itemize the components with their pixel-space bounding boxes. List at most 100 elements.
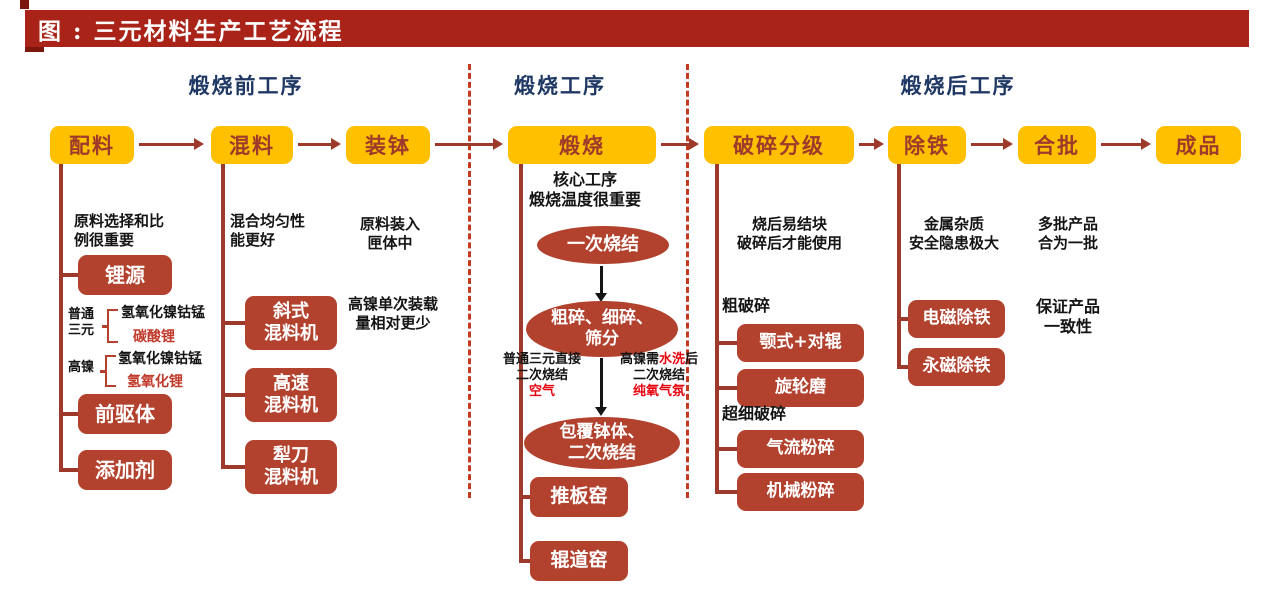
ellipse-coarse-fine-sieving: 粗碎、细碎、 筛分 <box>526 301 678 357</box>
title-bar-shadow <box>25 47 44 52</box>
arrow-calcination-crushing <box>661 138 699 150</box>
stub-mechanical-mill <box>715 490 737 494</box>
arrow-iron-merging <box>971 138 1013 150</box>
text-normal-precursor: 氢氧化镍钴锰 <box>121 305 205 321</box>
stub-additive <box>59 468 78 472</box>
connector-crushing <box>715 164 719 492</box>
ellipse-first-sintering: 一次烧结 <box>537 226 669 264</box>
branch-highnickel-washing: 水洗 <box>658 352 685 367</box>
note-calcination-line1: 核心工序 <box>552 170 617 189</box>
label-normal-ternary: 普通三元 <box>68 307 95 338</box>
stub-rotary-mill <box>715 386 737 390</box>
note-sagger-2: 高镍单次装载 量相对更少 <box>334 295 452 333</box>
branch-highnickel-post: 后 <box>685 352 699 367</box>
arrow-mixing-sagger <box>298 138 341 150</box>
note-batching: 原料选择和比 例很重要 <box>74 212 186 250</box>
note-mixing-line1: 混合均匀性 <box>230 212 306 230</box>
figure-title: 图 : 三元材料生产工艺流程 <box>38 17 344 45</box>
box-pusher-kiln: 推板窑 <box>530 477 628 517</box>
brace-normal-ternary <box>102 309 118 343</box>
note-iron-line2: 安全隐患极大 <box>908 234 999 252</box>
note-consistency: 保证产品 一致性 <box>1018 297 1118 337</box>
note-sagger-2-line2: 量相对更少 <box>355 314 431 332</box>
flow-step-finished-product: 成品 <box>1156 126 1241 164</box>
text-high-nickel-precursor: 氢氧化镍钴锰 <box>118 351 202 367</box>
stub-plow-mixer <box>221 465 245 469</box>
corner-accent-square <box>20 0 29 9</box>
arrow-sagger-calcination <box>435 138 503 150</box>
note-sagger-1-line1: 原料装入 <box>359 215 420 233</box>
note-batching-line1: 原料选择和比 <box>74 212 165 230</box>
stub-jaw-roll <box>715 341 737 345</box>
box-plow-mixer: 犁刀 混料机 <box>245 440 337 494</box>
box-highspeed-mixer: 高速 混料机 <box>245 368 337 422</box>
box-highspeed-mixer-line1: 高速 <box>273 372 309 394</box>
stub-lithium-source <box>59 273 78 277</box>
flow-step-batch-merging: 合批 <box>1018 126 1096 164</box>
box-electromagnetic-iron-removal: 电磁除铁 <box>908 300 1005 338</box>
stub-roller-kiln <box>519 559 530 563</box>
box-mechanical-mill: 机械粉碎 <box>737 473 864 511</box>
note-mixing: 混合均匀性 能更好 <box>230 212 330 250</box>
flow-step-mixing: 混料 <box>211 126 293 164</box>
box-rotary-mill: 旋轮磨 <box>737 369 864 407</box>
branch-normal-line2: 二次烧结 <box>515 368 568 383</box>
connector-calcination <box>519 164 523 561</box>
note-iron-line1: 金属杂质 <box>923 215 984 233</box>
label-high-nickel: 高镍 <box>68 360 95 375</box>
brace-high-nickel <box>100 355 116 387</box>
branch-highnickel-line1: 高镍需水洗后 <box>606 352 712 368</box>
box-plow-mixer-line1: 犁刀 <box>273 444 309 466</box>
branch-highnickel-line2: 二次烧结 <box>632 368 685 383</box>
note-branch-highnickel: 高镍需水洗后 二次烧结 纯氧气氛 <box>606 352 712 400</box>
label-coarse-crushing: 粗破碎 <box>722 296 771 315</box>
note-calcination: 核心工序 煅烧温度很重要 <box>500 170 670 210</box>
stub-electromagnetic <box>897 317 908 321</box>
note-crushing-line2: 破碎后才能使用 <box>736 234 842 252</box>
ellipse-coating-line1: 包覆钵体、 <box>559 421 645 442</box>
ellipse-coating-line2: 二次烧结 <box>568 443 636 463</box>
box-jet-mill: 气流粉碎 <box>737 430 864 468</box>
flow-step-calcination: 煅烧 <box>508 126 656 164</box>
label-ultrafine-crushing: 超细破碎 <box>722 404 787 423</box>
note-branch-normal: 普通三元直接 二次烧结 空气 <box>490 352 594 400</box>
stub-pusher-kiln <box>519 495 530 499</box>
arrow-sintering-crushing <box>595 266 607 302</box>
section-header-calcination: 煅烧工序 <box>514 74 606 98</box>
arrow-crushing-iron <box>859 138 884 150</box>
box-roller-kiln: 辊道窑 <box>530 541 628 581</box>
note-batching-line2: 例很重要 <box>74 231 135 249</box>
stub-jet-mill <box>715 447 737 451</box>
flow-step-batching: 配料 <box>50 126 134 164</box>
branch-highnickel-atmosphere: 纯氧气氛 <box>632 384 685 399</box>
ellipse-coarse-line2: 筛分 <box>585 329 619 349</box>
stub-highspeed-mixer <box>221 393 245 397</box>
title-bar: 图 : 三元材料生产工艺流程 <box>25 10 1249 47</box>
section-separator-right <box>686 64 689 498</box>
note-mixing-line2: 能更好 <box>230 231 276 249</box>
connector-iron-removal <box>897 164 901 367</box>
text-lithium-hydroxide: 氢氧化锂 <box>127 374 183 390</box>
note-merging-line2: 合为一批 <box>1037 234 1098 252</box>
note-crushing: 烧后易结块 破碎后才能使用 <box>712 215 867 253</box>
ellipse-coarse-line1: 粗碎、细碎、 <box>551 307 653 328</box>
box-lithium-source: 锂源 <box>78 255 172 295</box>
connector-batching <box>59 164 63 470</box>
note-merging-line1: 多批产品 <box>1037 215 1098 233</box>
note-crushing-line1: 烧后易结块 <box>751 215 827 233</box>
box-inclined-mixer-line1: 斜式 <box>273 300 309 322</box>
note-iron-removal: 金属杂质 安全隐患极大 <box>888 215 1020 253</box>
note-consistency-line2: 一致性 <box>1043 317 1092 336</box>
note-sagger-1-line2: 匣体中 <box>367 234 413 252</box>
stub-permanent-magnet <box>897 365 908 369</box>
arrow-merging-finished <box>1101 138 1151 150</box>
flow-step-iron-removal: 除铁 <box>888 126 966 164</box>
note-sagger-1: 原料装入 匣体中 <box>340 215 440 253</box>
box-highspeed-mixer-line2: 混料机 <box>264 395 318 416</box>
box-jaw-roll: 颚式+对辊 <box>737 324 864 362</box>
arrow-batching-mixing <box>139 138 204 150</box>
box-precursor: 前驱体 <box>78 394 172 434</box>
note-calcination-line2: 煅烧温度很重要 <box>528 190 641 209</box>
branch-highnickel-pre: 高镍需 <box>619 352 659 367</box>
box-permanent-magnet-iron-removal: 永磁除铁 <box>908 348 1005 386</box>
